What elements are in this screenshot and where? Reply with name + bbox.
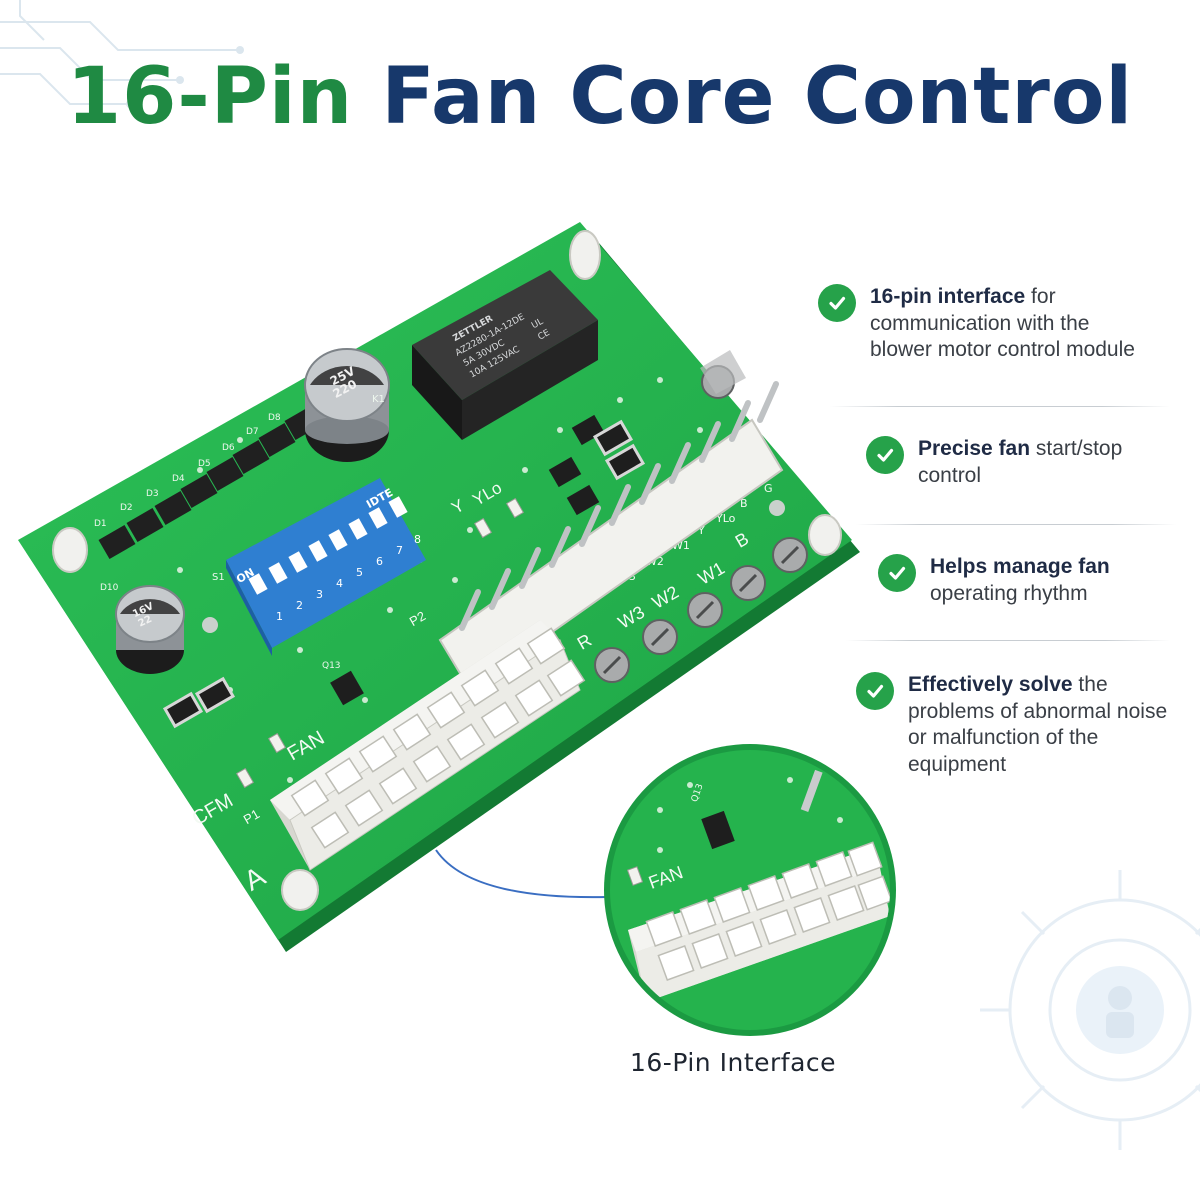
smd-components [330, 414, 605, 706]
page-title: 16-Pin Fan Core Control [0, 52, 1200, 142]
feature-text: Effectively solve the problems of abnorm… [908, 672, 1183, 778]
d10-label: D10 [100, 583, 119, 593]
s1-label: S1 [212, 572, 225, 583]
callout-line [435, 849, 609, 899]
diode-label: D7 [246, 427, 259, 437]
feature-bold: Precise fan [918, 437, 1031, 460]
small-capacitor-value: 22 [137, 614, 154, 630]
feature-item: Precise fan start/stop control [866, 434, 1148, 489]
large-capacitor: 25V 220 K1 [304, 348, 390, 462]
connector-zoom-circle: Q13 FAN [604, 744, 896, 1036]
header-pin-label: YLo [715, 512, 736, 525]
header-pin-label: G [764, 482, 773, 495]
relay-ul: UL [530, 317, 545, 331]
dip-number: 8 [414, 533, 421, 546]
check-icon [866, 436, 904, 474]
feature-text: Helps manage fan operating rhythm [930, 554, 1170, 607]
feature-item: Helps manage fan operating rhythm [878, 552, 1170, 607]
header-pin-label: B [740, 497, 748, 510]
feature-divider [830, 406, 1170, 407]
dip-number: 3 [316, 588, 323, 601]
mounting-posts [52, 230, 842, 911]
board-pcb [18, 222, 852, 940]
diode-label: D6 [222, 443, 235, 453]
feature-rest: the problems of abnormal noise or malfun… [908, 673, 1168, 776]
diode-label: D2 [120, 503, 133, 513]
check-icon [818, 284, 856, 322]
dip-number: 6 [376, 555, 383, 568]
header-pin-label: Y [697, 524, 705, 537]
circuit-trace-decoration [0, 0, 244, 108]
feature-bold: Helps manage fan [930, 555, 1110, 578]
connector-16pin [270, 620, 586, 871]
status-leds [235, 497, 525, 789]
dip-number: 5 [356, 566, 363, 579]
zoom-connector [628, 841, 890, 1002]
zoom-caption: 16-Pin Interface [630, 1048, 837, 1077]
dip-number: 7 [396, 544, 403, 557]
circuit-board-illustration: D1 D2 D3 D4 D5 D6 D7 D8 25V 220 K1 [18, 222, 860, 952]
dip-number: 4 [336, 577, 343, 590]
feature-rest: for communication with the blower motor … [870, 285, 1135, 361]
q13-label: Q13 [322, 661, 341, 671]
title-part-green: 16-Pin [66, 52, 354, 142]
feature-divider [856, 524, 1176, 525]
feature-text: 16-pin interface for communication with … [870, 284, 1140, 364]
silk-p2-label: P2 [407, 608, 428, 629]
pin-header-p2 [438, 381, 784, 692]
screw-terminals [594, 350, 808, 683]
feature-text: Precise fan start/stop control [918, 436, 1148, 489]
k1-label: K1 [372, 394, 385, 405]
diode-label: D3 [146, 489, 159, 499]
feature-bold: 16-pin interface [870, 285, 1026, 308]
silk-p1-label: P1 [241, 806, 262, 827]
check-icon [856, 672, 894, 710]
feature-bold: Effectively solve [908, 673, 1073, 696]
small-capacitor: 16V 22 D10 [100, 583, 185, 674]
check-icon [878, 554, 916, 592]
feature-rest: operating rhythm [930, 581, 1088, 605]
feature-item: 16-pin interface for communication with … [818, 282, 1140, 364]
dip-number: 2 [296, 599, 303, 612]
relay: ZETTLER AZ2280-1A-12DE 5A 30VDC 10A 125V… [412, 270, 598, 440]
diode-label: D1 [94, 519, 107, 529]
dip-number: 1 [276, 610, 283, 623]
title-part-navy: Fan Core Control [381, 52, 1134, 142]
feature-item: Effectively solve the problems of abnorm… [856, 670, 1183, 778]
diode-row: D1 D2 D3 D4 D5 D6 D7 D8 [94, 405, 322, 560]
gear-watermark-icon [980, 870, 1200, 1150]
dip-switch: ON IDTE 1 2 3 4 5 6 7 8 S1 [212, 478, 426, 656]
resistors [162, 419, 646, 729]
diode-label: D5 [198, 459, 211, 469]
diode-label: D8 [268, 413, 281, 423]
diode-label: D4 [172, 474, 185, 484]
feature-rest: start/stop control [918, 437, 1123, 487]
feature-divider [846, 640, 1170, 641]
